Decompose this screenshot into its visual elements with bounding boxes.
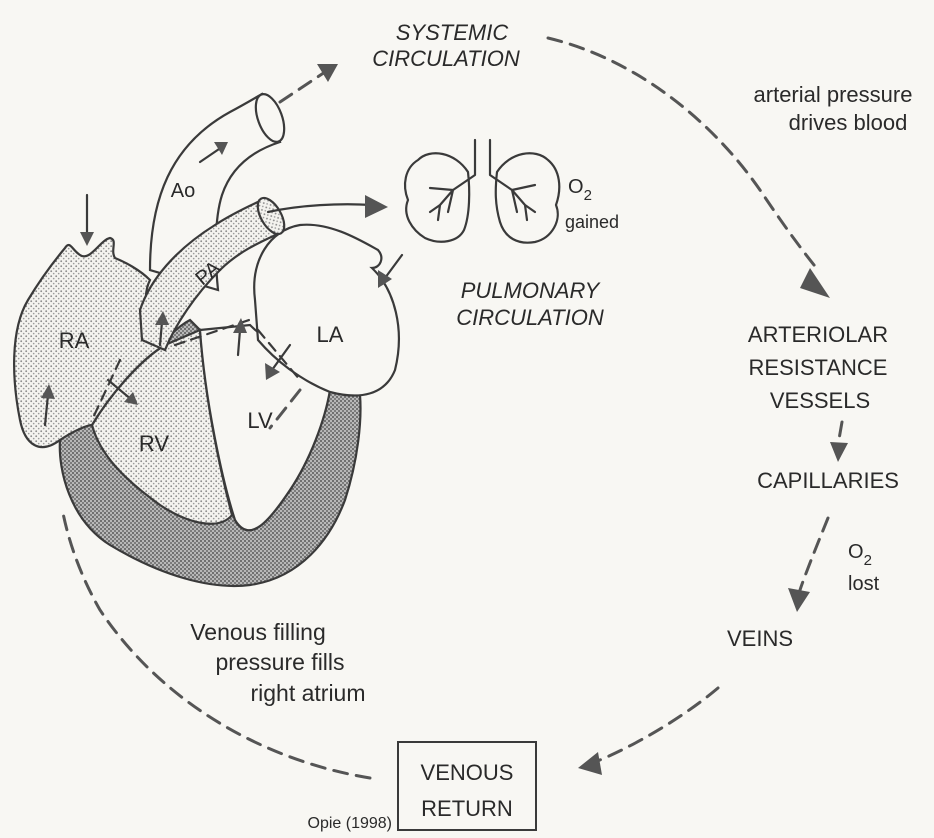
systemic-dashed-arc <box>548 38 818 270</box>
citation: Opie (1998) <box>308 815 393 832</box>
pulmonary-label-line1: PULMONARY <box>461 278 601 303</box>
pa-to-lungs-arrowhead <box>365 195 388 218</box>
o2-gained-word: gained <box>565 212 619 232</box>
label-rv: RV <box>139 431 169 456</box>
veins-label: VEINS <box>727 626 793 651</box>
label-ao: Ao <box>171 180 195 202</box>
lungs-icon <box>405 140 559 243</box>
venous-filling-line1: Venous filling <box>190 619 326 645</box>
arterial-label-line1: arterial pressure <box>754 82 913 107</box>
label-la: LA <box>317 322 344 347</box>
pa-to-lungs-arrow <box>268 204 372 212</box>
venous-return-line1: VENOUS <box>421 760 514 785</box>
venous-filling-line3: right atrium <box>250 680 365 706</box>
label-lv: LV <box>247 408 273 433</box>
label-ra: RA <box>59 328 90 353</box>
venous-return-line2: RETURN <box>421 796 513 821</box>
arteriolar-to-capillaries-dashed <box>838 422 842 445</box>
o2-lost-symbol: O2 <box>848 541 872 569</box>
aorta-out-dashed <box>280 72 325 102</box>
o2-lost-word: lost <box>848 573 880 595</box>
o2-gained-symbol: O2 <box>568 176 592 204</box>
veins-to-return-dashed <box>595 688 718 762</box>
capillaries-label: CAPILLARIES <box>757 468 899 493</box>
systemic-label-line2: CIRCULATION <box>372 46 520 71</box>
venous-filling-line2: pressure fills <box>215 649 344 675</box>
pulmonary-label-line2: CIRCULATION <box>456 305 604 330</box>
systemic-label-line1: SYSTEMIC <box>396 20 509 45</box>
arteriolar-label-line1: ARTERIOLAR <box>748 322 888 347</box>
arteriolar-label-line3: VESSELS <box>770 388 870 413</box>
capillaries-to-veins-dashed <box>800 518 828 590</box>
arterial-label-line2: drives blood <box>789 110 908 135</box>
arteriolar-label-line2: RESISTANCE <box>749 355 888 380</box>
